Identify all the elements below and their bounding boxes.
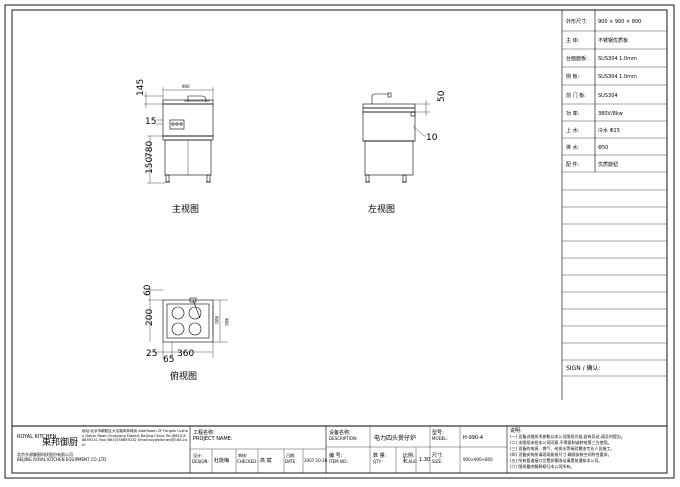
item-label-en: ITEM NO.:	[329, 459, 348, 464]
qty-label-en: QTY.:	[373, 459, 383, 464]
date-label: 日期:	[286, 452, 295, 458]
company-address: 地址:北京市朝阳区大屯路风林绿洲 Add:Room 2F Fenglin Lvz…	[82, 429, 188, 447]
qty-label: 数 量:	[373, 452, 387, 459]
top-dim-b1: 25	[146, 349, 157, 359]
top-dim-depth: 900	[224, 318, 229, 326]
brand-en: ROYAL KITCHEN	[17, 434, 57, 440]
note-4: (五) 所有管道接口位置如需改动请提前通知本公司。	[510, 457, 602, 463]
scale-label: 比例:	[403, 452, 415, 459]
spec-label-8: 配 件:	[566, 161, 580, 168]
scale: 1:30	[419, 457, 430, 463]
checker: 高 斌	[260, 457, 272, 464]
company-en: BEIJING ROYAL KITCHEN EQUIPMENT CO.,LTD	[17, 457, 106, 462]
design-label: 设计:	[193, 452, 202, 458]
company-cn: 北京东邦御厨科技股份有限公司	[17, 451, 73, 457]
brand-cn: 東邦御厨	[42, 436, 78, 448]
size: 900×900×800	[463, 457, 493, 462]
left-view-caption: 左视图	[368, 203, 395, 215]
spec-value-0: 900 × 900 × 800	[598, 19, 641, 25]
front-view-caption: 主视图	[172, 203, 199, 215]
description: 电力四头煲仔炉	[374, 434, 416, 442]
note-1: (二) 本图纸未经本公司同意,不得复制或转给第三方使用。	[510, 439, 612, 445]
spec-value-3: SUS304 1.0mm	[598, 74, 637, 80]
model-label-en: MODEL:	[432, 436, 448, 441]
burner-3	[171, 322, 185, 336]
spec-table: 外形尺寸: 900 × 900 × 800 主 体: 不锈钢优质板 台面面板: …	[561, 10, 667, 400]
burner-1	[171, 306, 185, 320]
notes-title: 说明:	[510, 427, 522, 434]
front-dim-bottom: 150	[145, 157, 155, 174]
front-dim-width: 900	[182, 84, 190, 89]
note-3: (四) 设备安装前请现场复核尺寸,确保安装空间符合要求。	[510, 451, 612, 457]
spec-value-8: 优质旋钮	[598, 161, 618, 168]
item-label: 编 号:	[329, 452, 343, 459]
top-dim-width: 900	[214, 316, 219, 324]
top-dim-b2: 65	[163, 355, 174, 365]
title-block: ROYAL KITCHEN 東邦御厨 北京东邦御厨科技股份有限公司 BEIJIN…	[12, 425, 667, 473]
spec-value-4: SUS304	[598, 93, 618, 99]
front-dim-side: 15	[145, 117, 156, 127]
top-dim-b3: 360	[177, 349, 194, 359]
spec-label-5: 功 率:	[566, 110, 580, 117]
spec-label-7: 排 水:	[566, 144, 580, 151]
top-view-caption: 俯视图	[170, 370, 197, 382]
spec-label-3: 侧 板:	[566, 73, 580, 80]
spec-label-6: 上 水:	[566, 127, 580, 134]
front-dim-top: 145	[136, 79, 146, 96]
spec-value-7: Φ50	[598, 145, 608, 151]
sign-label: SIGN / 确认:	[566, 364, 601, 372]
model: H-990-4	[463, 435, 483, 441]
left-view: 50 10 左视图	[362, 90, 447, 215]
spec-value-5: 380V/8kw	[598, 111, 623, 117]
project-label: 工程名称:	[193, 429, 215, 436]
note-0: (一) 设备详细技术参数以本公司图纸为准,若有异议,请及时提出。	[510, 433, 625, 439]
size-label: 尺寸:	[432, 452, 444, 459]
date-label-en: DATE:	[285, 459, 297, 464]
spec-value-6: 冷水 Φ15	[598, 127, 620, 134]
size-label-en: SIZE:	[432, 459, 442, 464]
spec-value-1: 不锈钢优质板	[598, 37, 628, 44]
check-label-en: CHECKED:	[237, 459, 258, 464]
note-5: (六) 图纸最终解释权归本公司所有。	[510, 463, 574, 469]
spec-label-0: 外形尺寸:	[566, 18, 588, 25]
spec-label-1: 主 体:	[566, 37, 580, 44]
desc-label-en: DESCRIPTION:	[329, 436, 357, 441]
spec-value-2: SUS304 1.0mm	[598, 56, 637, 62]
outer-frame	[4, 4, 675, 479]
note-2: (三) 设备的电源、燃气、给排水等接驳需由专业人员施工。	[510, 445, 614, 451]
top-view: 900 900 60 200 25 65 360 俯视图	[143, 284, 229, 382]
spec-label-2: 台面面板:	[566, 55, 588, 62]
left-dim-side: 10	[426, 133, 438, 143]
scale-label-en: SCALE:	[403, 459, 417, 464]
front-view: 900 145 15 780	[136, 79, 214, 215]
qty: 1	[403, 457, 406, 463]
burner-2	[188, 306, 202, 320]
model-label: 型号:	[432, 429, 444, 436]
spec-label-4: 前 门 板:	[566, 92, 586, 99]
top-dim-left: 60	[143, 284, 153, 296]
burner-4	[188, 322, 202, 336]
top-dim-left2: 200	[145, 309, 155, 326]
designer: 杜能梅	[214, 457, 229, 464]
front-dim-height: 780	[145, 141, 155, 158]
control-knob-panel	[169, 119, 185, 130]
project-label-en: PROJECT NAME:	[193, 436, 233, 442]
desc-label: 设备名称:	[329, 429, 351, 436]
check-label: 审核:	[238, 452, 247, 458]
inner-frame	[11, 9, 668, 474]
left-dim-top: 50	[437, 90, 447, 102]
date: 2007-10-26	[304, 458, 328, 463]
design-label-en: DESIGN:	[192, 459, 209, 464]
